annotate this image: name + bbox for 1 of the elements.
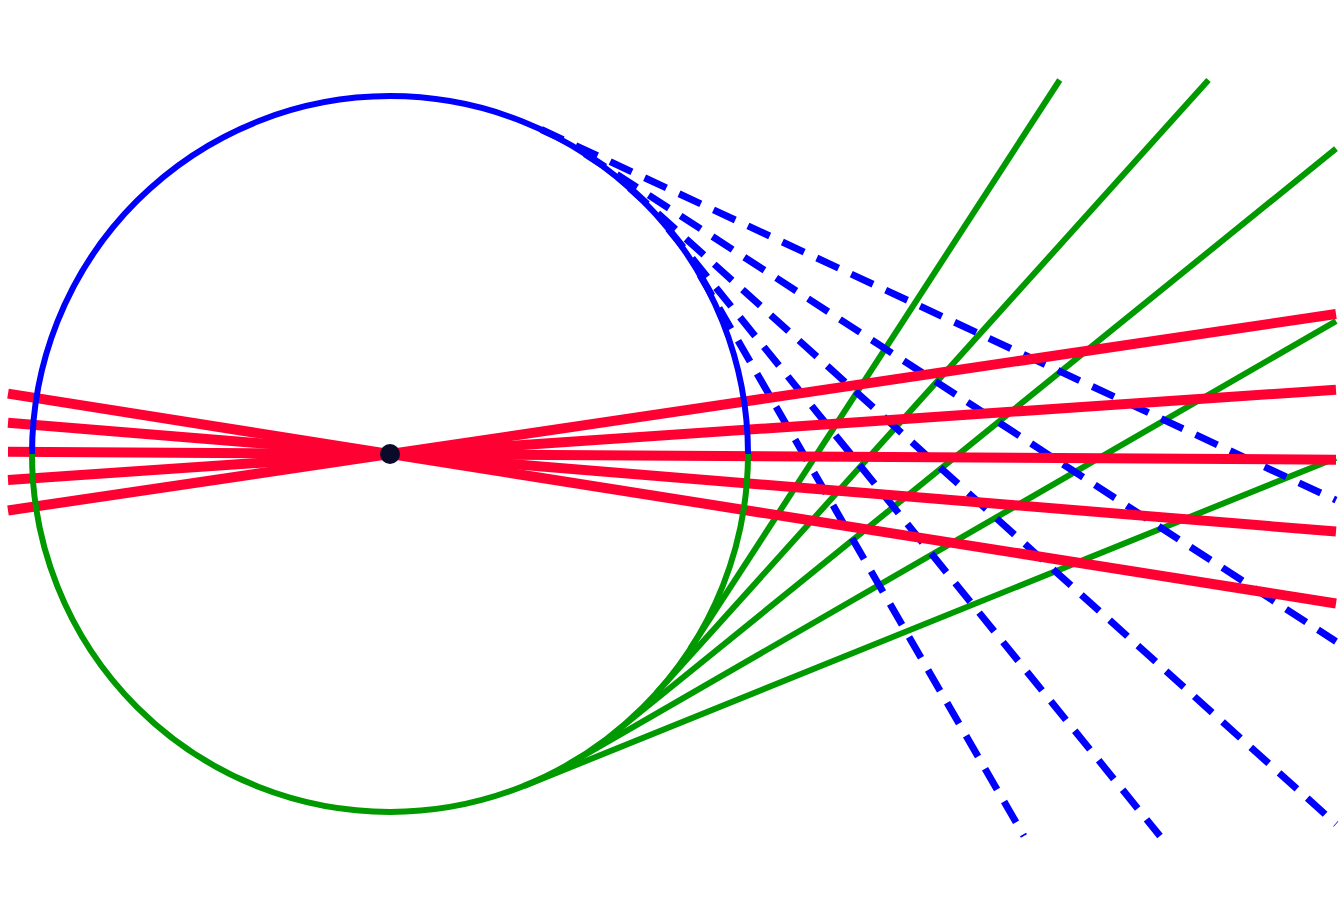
circle — [28, 92, 752, 816]
